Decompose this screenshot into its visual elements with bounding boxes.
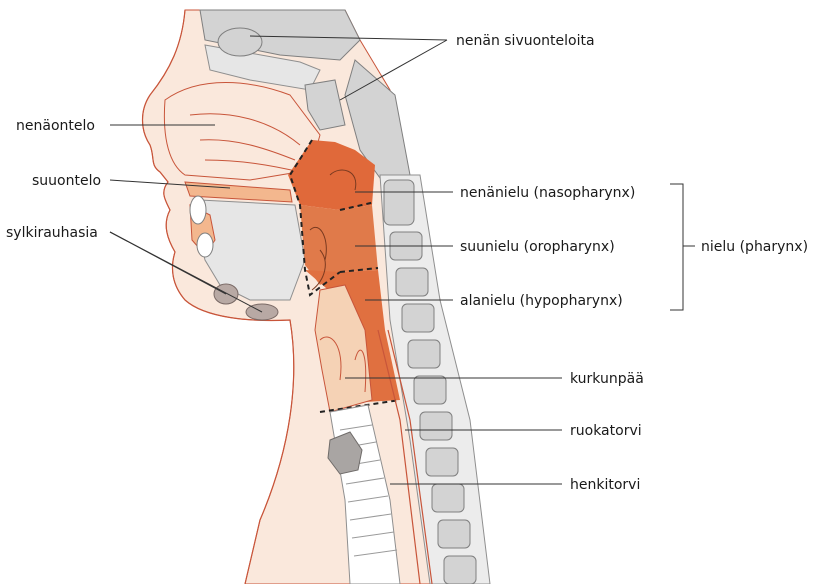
label-oral-cavity: suuontelo (32, 173, 101, 189)
label-nasal-cavity: nenäontelo (16, 118, 95, 134)
label-pharynx: nielu (pharynx) (701, 239, 808, 255)
label-sinuses: nenän sivuonteloita (456, 33, 595, 49)
label-salivary-glands: sylkirauhasia (6, 225, 98, 241)
label-esophagus: ruokatorvi (570, 423, 642, 439)
label-oropharynx: suunielu (oropharynx) (460, 239, 615, 255)
label-hypopharynx: alanielu (hypopharynx) (460, 293, 623, 309)
label-larynx: kurkunpää (570, 371, 644, 387)
label-trachea: henkitorvi (570, 477, 640, 493)
label-nasopharynx: nenänielu (nasopharynx) (460, 185, 635, 201)
